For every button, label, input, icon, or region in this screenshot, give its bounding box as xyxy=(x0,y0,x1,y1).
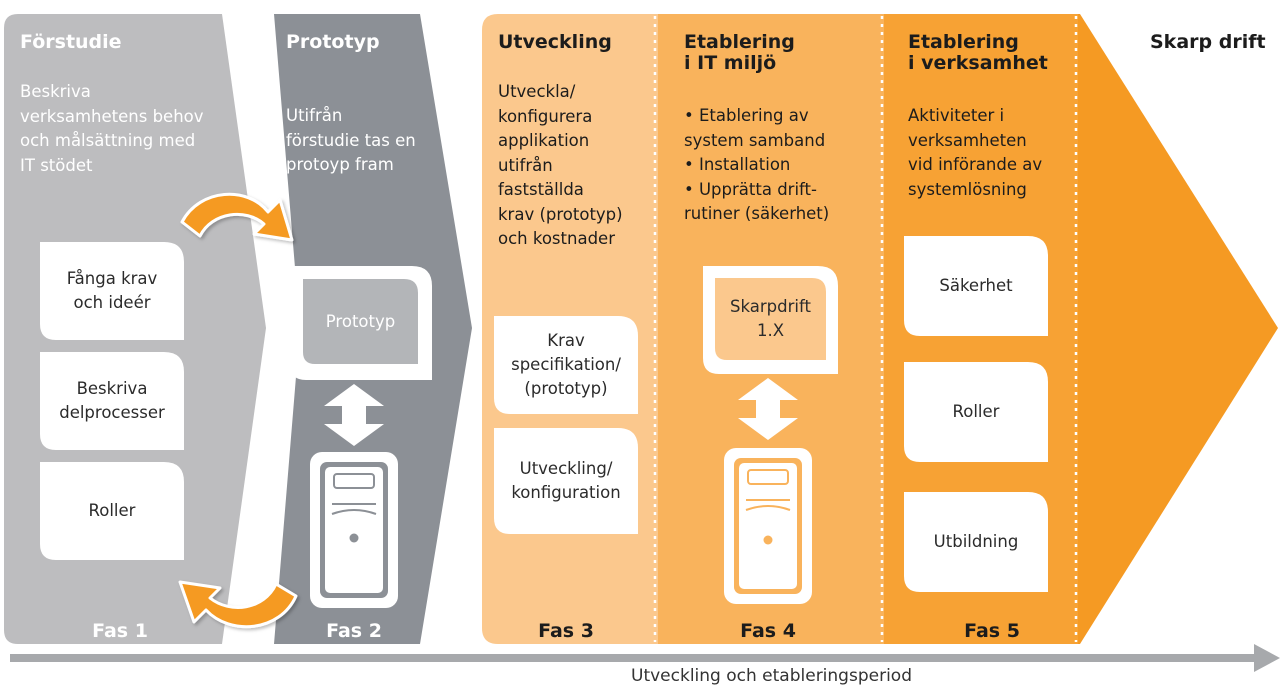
card-shape xyxy=(40,352,184,450)
description-line: konfigurera xyxy=(498,106,593,126)
phase5-description: Aktiviteter i verksamheten vid införande… xyxy=(908,104,1042,202)
phase2-description: Utifrån förstudie tas en protoyp fram xyxy=(286,104,416,178)
server-tower-icon xyxy=(310,452,398,608)
card-line: och ideér xyxy=(73,293,151,312)
description-line: och målsättning med xyxy=(20,131,196,150)
card-fanga-krav: Fånga krav och ideér xyxy=(40,242,184,340)
card-shape xyxy=(904,492,1048,592)
fas3-label: Fas 3 xyxy=(538,620,594,642)
description-line: Utifrån xyxy=(286,106,343,125)
description-line: och kostnader xyxy=(498,229,615,248)
phase3-title: Utveckling xyxy=(498,31,612,53)
phase1-description: Beskriva verksamhetens behov och målsätt… xyxy=(20,80,204,178)
card-shape xyxy=(904,236,1048,336)
card-krav-specifikation: Krav specifikation/ (prototyp) xyxy=(494,316,638,414)
description-line: fastställda xyxy=(498,180,584,199)
card-utbildning: Utbildning xyxy=(904,492,1048,592)
title-line: Etablering xyxy=(908,31,1019,53)
title-line: i verksamhet xyxy=(908,52,1048,74)
fas1-label: Fas 1 xyxy=(92,620,148,642)
phase5-title: Etablering i verksamhet xyxy=(908,32,1048,74)
double-arrow-icon xyxy=(324,384,384,446)
card-sakerhet: Säkerhet xyxy=(904,236,1048,336)
bullet-text: Upprätta drift- xyxy=(698,179,817,199)
card-line: (prototyp) xyxy=(524,379,608,398)
card-roller-5: Roller xyxy=(904,362,1048,462)
card-shape xyxy=(904,362,1048,462)
card-shape xyxy=(40,242,184,340)
phase1-title: Förstudie xyxy=(20,31,122,53)
card-line: Utbildning xyxy=(933,532,1019,551)
fas2-label: Fas 2 xyxy=(326,620,382,642)
server-tower-icon xyxy=(724,448,812,604)
card-line: Roller xyxy=(952,402,1000,421)
card-line: delprocesser xyxy=(59,403,165,422)
card-line: konfiguration xyxy=(511,483,621,502)
description-line: krav (prototyp) xyxy=(498,204,623,224)
phase4-bullets: Etablering av system samband Installatio… xyxy=(684,104,829,227)
prototyp-screen-label: Prototyp xyxy=(303,279,418,364)
card-beskriva-delprocesser: Beskriva delprocesser xyxy=(40,352,184,450)
bullet-item: Installation xyxy=(684,153,829,178)
card-line: Utveckling/ xyxy=(519,459,613,478)
bullet-item: Etablering av xyxy=(684,104,829,129)
skarpdrift-screen-label: Skarpdrift 1.X xyxy=(715,278,826,360)
phase2-title: Prototyp xyxy=(286,31,380,53)
phase3-description: Utveckla/ konfigurera applikation utifrå… xyxy=(498,80,623,252)
bullet-continuation: system samband xyxy=(684,130,826,150)
description-line: vid införande av xyxy=(908,155,1043,174)
fas5-label: Fas 5 xyxy=(964,620,1020,642)
phase-skarp-drift-arrow xyxy=(1060,14,1278,644)
skarp-drift-title: Skarp drift xyxy=(1150,31,1266,53)
description-line: Utveckla/ xyxy=(498,82,576,101)
description-line: förstudie tas en xyxy=(286,130,416,150)
bullet-continuation: rutiner (säkerhet) xyxy=(684,204,830,223)
bullet-item: Upprätta drift- xyxy=(684,178,829,203)
description-line: applikation xyxy=(498,131,590,150)
description-line: utifrån xyxy=(498,155,553,175)
curved-arrow-icon xyxy=(180,192,294,242)
card-line: Krav xyxy=(547,331,585,350)
description-line: verksamheten xyxy=(908,130,1027,150)
monitor-icon xyxy=(703,266,838,374)
fas4-label: Fas 4 xyxy=(740,620,796,642)
description-line: IT stödet xyxy=(20,155,93,175)
card-utveckling-konfiguration: Utveckling/ konfiguration xyxy=(494,428,638,534)
title-line: i IT miljö xyxy=(684,52,777,74)
description-line: systemlösning xyxy=(908,179,1027,199)
description-line: verksamhetens behov xyxy=(20,106,204,126)
screen-label: Skarpdrift xyxy=(730,297,811,316)
screen-label: Prototyp xyxy=(325,311,396,331)
card-shape xyxy=(40,462,184,560)
card-line: specifikation/ xyxy=(511,355,621,374)
card-line: Roller xyxy=(88,501,136,520)
description-line: Aktiviteter i xyxy=(908,106,1005,125)
card-line: Fånga krav xyxy=(66,269,158,288)
phase4-title: Etablering i IT miljö xyxy=(684,32,795,74)
card-shape xyxy=(494,428,638,534)
description-line: protoyp fram xyxy=(286,155,394,174)
bullet-text: Etablering av xyxy=(698,106,809,125)
card-line: Beskriva xyxy=(76,379,148,398)
card-line: Säkerhet xyxy=(939,276,1013,295)
card-shape xyxy=(494,316,638,414)
timeline-arrow xyxy=(10,644,1280,672)
description-line: Beskriva xyxy=(20,82,91,101)
timeline-label: Utveckling och etableringsperiod xyxy=(631,666,912,686)
curved-arrow-icon xyxy=(178,580,298,629)
double-arrow-icon xyxy=(738,378,798,440)
card-roller: Roller xyxy=(40,462,184,560)
bullet-text: Installation xyxy=(698,155,791,174)
screen-label: 1.X xyxy=(756,321,785,340)
title-line: Etablering xyxy=(684,31,795,53)
monitor-icon xyxy=(290,266,432,380)
